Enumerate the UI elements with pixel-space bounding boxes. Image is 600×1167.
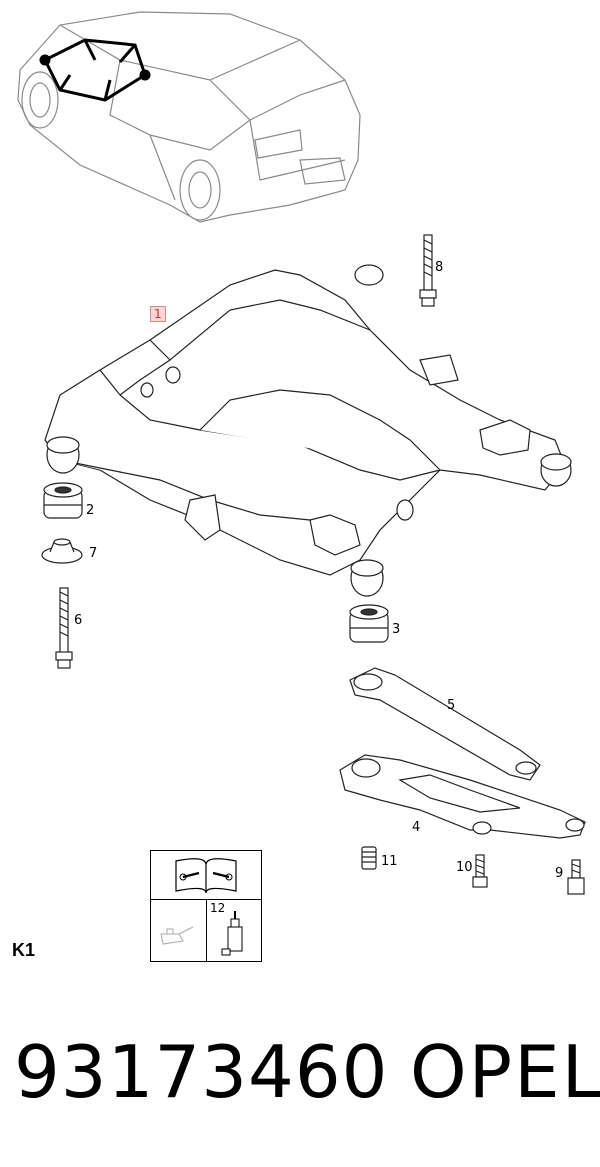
part-number: 93173460 xyxy=(14,1030,389,1114)
adhesive-cell: 12 xyxy=(206,899,261,961)
sheet-label: K1 xyxy=(12,940,36,960)
front-subframe xyxy=(44,264,572,597)
bushing-2 xyxy=(43,482,83,519)
legend-number: 12 xyxy=(210,901,226,915)
oil-can-cell xyxy=(151,899,207,961)
washer-7 xyxy=(41,538,83,564)
legend-box: 12 xyxy=(150,850,262,962)
footer: 93173460 OPEL xyxy=(0,1030,600,1120)
bushing-3 xyxy=(349,604,389,643)
subframe-in-car-icon xyxy=(39,38,151,102)
bolt-6 xyxy=(55,587,73,669)
bolt-8 xyxy=(419,234,437,307)
exploded-parts-diagram xyxy=(17,11,586,895)
bolt-10 xyxy=(472,854,488,888)
callout-11: 11 xyxy=(381,854,398,869)
callout-3: 3 xyxy=(392,622,401,637)
callout-7: 7 xyxy=(89,546,98,561)
adhesive-bottle-icon xyxy=(221,911,243,956)
control-arm-4 xyxy=(339,754,586,839)
callout-6: 6 xyxy=(74,613,83,628)
repair-manual-icon xyxy=(175,858,237,894)
oil-can-icon xyxy=(160,926,194,945)
clip-11 xyxy=(361,846,377,870)
bolt-9 xyxy=(567,859,585,895)
callout-2: 2 xyxy=(86,503,95,518)
repair-manual-cell xyxy=(151,851,261,900)
brand-name: OPEL xyxy=(410,1030,600,1114)
callout-10: 10 xyxy=(456,860,473,875)
callout-1: 1 xyxy=(150,306,166,322)
callout-8: 8 xyxy=(435,260,444,275)
callout-4: 4 xyxy=(412,820,421,835)
callout-5: 5 xyxy=(447,698,456,713)
car-outline xyxy=(17,11,361,223)
callout-9: 9 xyxy=(555,866,564,881)
strut-5 xyxy=(349,667,541,781)
